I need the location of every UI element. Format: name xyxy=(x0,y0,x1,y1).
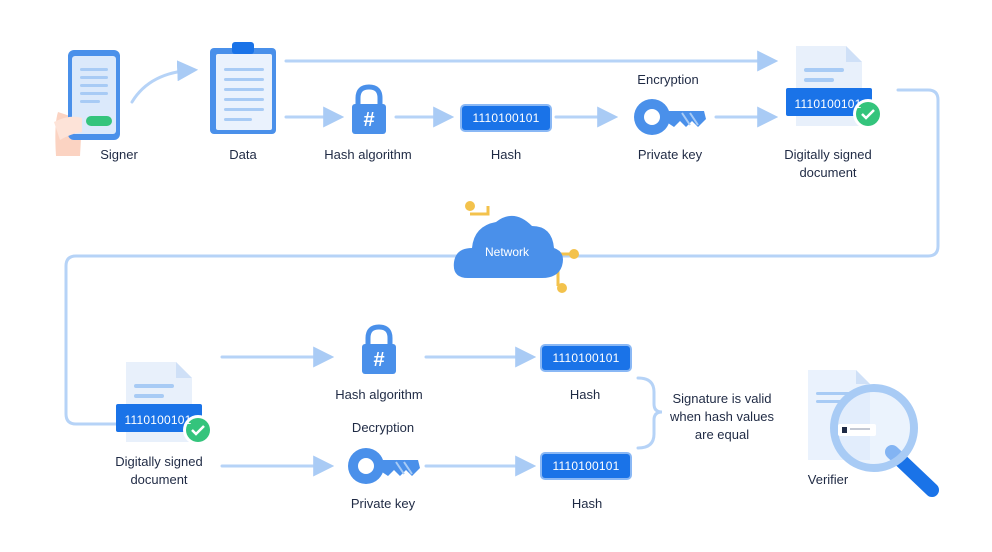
signed-document-icon xyxy=(786,46,883,129)
signed-document-label-top: Digitally signed document xyxy=(784,147,872,180)
hash-value-bottom-2: 1110100101 xyxy=(542,454,630,478)
signed-document-label-bottom: Digitally signed document xyxy=(115,454,203,487)
hash-algorithm-lock-icon: # xyxy=(352,84,386,134)
decryption-label: Decryption xyxy=(351,420,415,435)
network-cloud-icon xyxy=(453,201,579,293)
hash-algorithm-label-bottom: Hash algorithm xyxy=(335,387,423,402)
data-clipboard-icon xyxy=(210,42,276,134)
hash-algorithm-lock-bottom-icon: # xyxy=(362,324,396,374)
private-key-icon xyxy=(634,99,706,135)
verifier-magnifier-icon xyxy=(808,370,939,497)
private-key-label-bottom: Private key xyxy=(350,496,416,511)
document-hash-value-top: 1110100101 xyxy=(794,97,862,111)
data-label: Data xyxy=(229,147,257,162)
svg-text:#: # xyxy=(363,109,374,131)
signer-label: Signer xyxy=(100,147,138,162)
document-hash-value-bottom: 1110100101 xyxy=(124,413,192,427)
validity-note: Signature is valid when hash values are … xyxy=(669,391,775,442)
verifier-label: Verifier xyxy=(807,472,849,487)
signer-phone-icon xyxy=(54,50,120,156)
hash-value-bottom-1: 1110100101 xyxy=(542,346,630,370)
comparison-brace xyxy=(636,376,663,450)
network-label: Network xyxy=(484,245,529,259)
hash-algorithm-label-top: Hash algorithm xyxy=(324,147,412,162)
hash-value-top: 1110100101 xyxy=(462,106,550,130)
signed-document-bottom-icon xyxy=(116,362,213,445)
hash-label-bottom-2: Hash xyxy=(571,496,603,511)
private-key-label-top: Private key xyxy=(637,147,703,162)
hash-label-bottom-1: Hash xyxy=(569,387,601,402)
hash-label-top: Hash xyxy=(490,147,522,162)
private-key-bottom-icon xyxy=(348,448,420,484)
arrow-signer-to-data xyxy=(130,60,199,104)
encryption-label: Encryption xyxy=(637,72,699,87)
svg-text:#: # xyxy=(373,349,384,371)
